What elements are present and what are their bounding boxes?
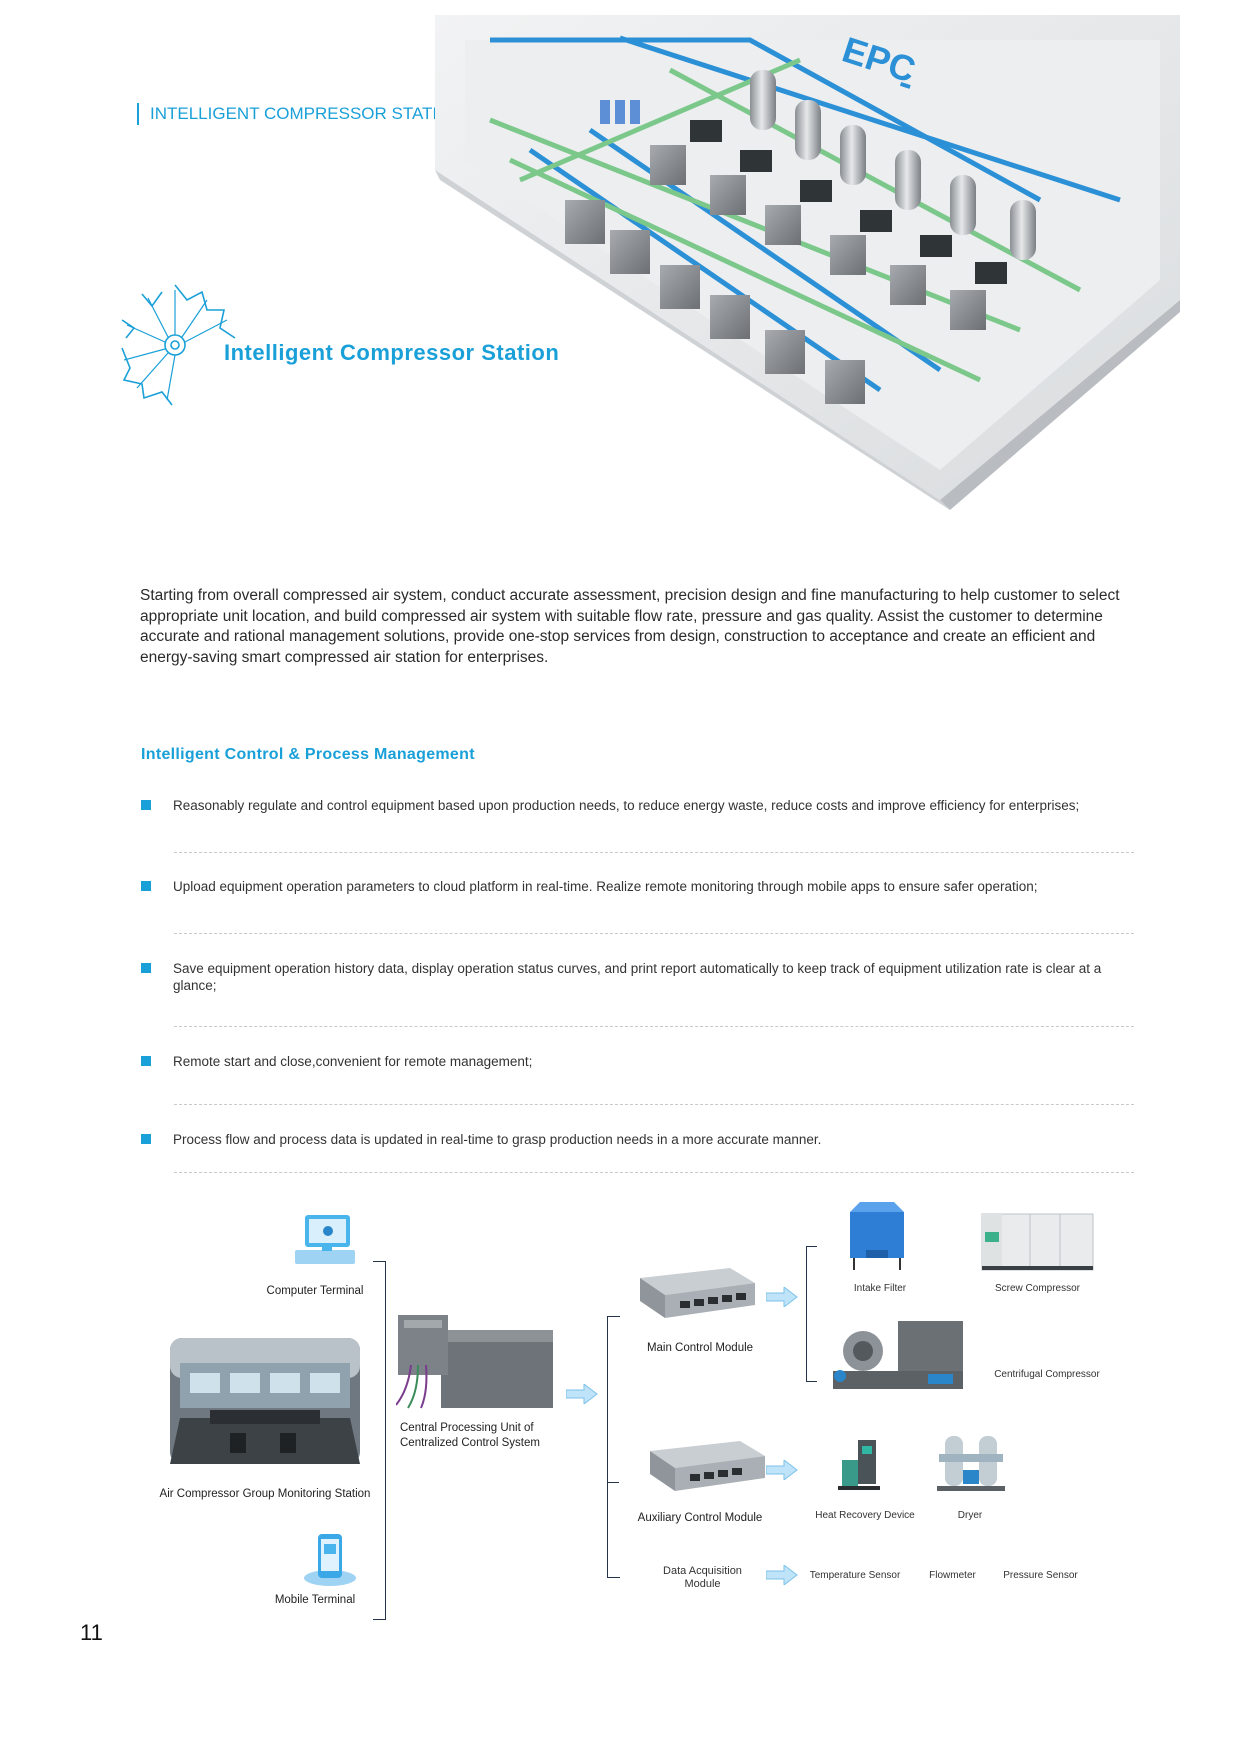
arrow-right-icon — [766, 1460, 798, 1480]
page-title: Intelligent Compressor Station — [224, 340, 560, 365]
flowmeter-label: Flowmeter — [929, 1570, 976, 1581]
dryer-icon — [937, 1436, 1005, 1491]
intake-filter-label: Intake Filter — [853, 1283, 907, 1294]
main-control-module-label: Main Control Module — [646, 1342, 754, 1354]
screw-compressor-icon — [981, 1213, 1094, 1271]
turbine-icon — [121, 284, 236, 406]
dashed-divider — [174, 1104, 1134, 1105]
section-heading: Intelligent Control & Process Management — [141, 746, 475, 763]
device-bracket — [806, 1246, 817, 1382]
auxiliary-control-module-label: Auxiliary Control Module — [637, 1512, 763, 1524]
screw-compressor-label: Screw Compressor — [994, 1283, 1081, 1294]
list-item-text: Upload equipment operation parameters to… — [173, 879, 1038, 894]
dashed-divider — [174, 852, 1134, 853]
dashed-divider — [174, 1172, 1134, 1173]
monitoring-station-photo — [170, 1338, 360, 1464]
data-acquisition-module-label: Data Acquisition Module — [663, 1565, 742, 1590]
computer-terminal-label: Computer Terminal — [266, 1285, 364, 1297]
module-bracket — [607, 1316, 620, 1578]
section-tag: INTELLIGENT COMPRESSOR STATION — [137, 103, 463, 125]
list-item-text: Remote start and close,convenient for re… — [173, 1054, 533, 1069]
plc-controller-icon — [396, 1315, 553, 1409]
centrifugal-compressor-label: Centrifugal Compressor — [994, 1369, 1100, 1380]
network-switch-icon — [640, 1268, 755, 1318]
arrow-right-icon — [766, 1287, 798, 1307]
heat-recovery-device-label: Heat Recovery Device — [815, 1510, 915, 1521]
monitoring-station-label: Air Compressor Group Monitoring Station — [159, 1488, 371, 1500]
network-switch-icon — [650, 1441, 765, 1491]
bullet-square-icon — [141, 881, 151, 891]
bullet-square-icon — [141, 800, 151, 810]
compressor-station-illustration: EPC — [435, 15, 1180, 510]
pressure-sensor-label: Pressure Sensor — [1003, 1570, 1078, 1581]
dryer-label: Dryer — [957, 1510, 983, 1521]
intro-paragraph: Starting from overall compressed air sys… — [140, 587, 1120, 666]
terminal-bracket — [373, 1261, 386, 1620]
bullet-square-icon — [141, 1056, 151, 1066]
cpu-label: Central Processing Unit of Centralized C… — [400, 1422, 540, 1449]
list-item-text: Save equipment operation history data, d… — [173, 961, 1102, 993]
heat-recovery-device-icon — [838, 1440, 880, 1490]
list-item-text: Process flow and process data is updated… — [173, 1132, 822, 1147]
page-number: 11 — [80, 1620, 103, 1645]
arrow-right-icon — [566, 1384, 598, 1404]
temperature-sensor-label: Temperature Sensor — [809, 1570, 901, 1581]
bullet-square-icon — [141, 963, 151, 973]
arrow-right-icon — [766, 1565, 798, 1585]
module-bracket-tick — [607, 1482, 619, 1483]
mobile-terminal-label: Mobile Terminal — [274, 1594, 356, 1606]
dashed-divider — [174, 933, 1134, 934]
dashed-divider — [174, 1026, 1134, 1027]
computer-icon — [295, 1215, 355, 1264]
list-item-text: Reasonably regulate and control equipmen… — [173, 798, 1080, 813]
bullet-square-icon — [141, 1134, 151, 1144]
mobile-phone-icon — [304, 1534, 356, 1586]
centrifugal-compressor-icon — [833, 1321, 963, 1389]
intake-filter-icon — [850, 1202, 904, 1270]
